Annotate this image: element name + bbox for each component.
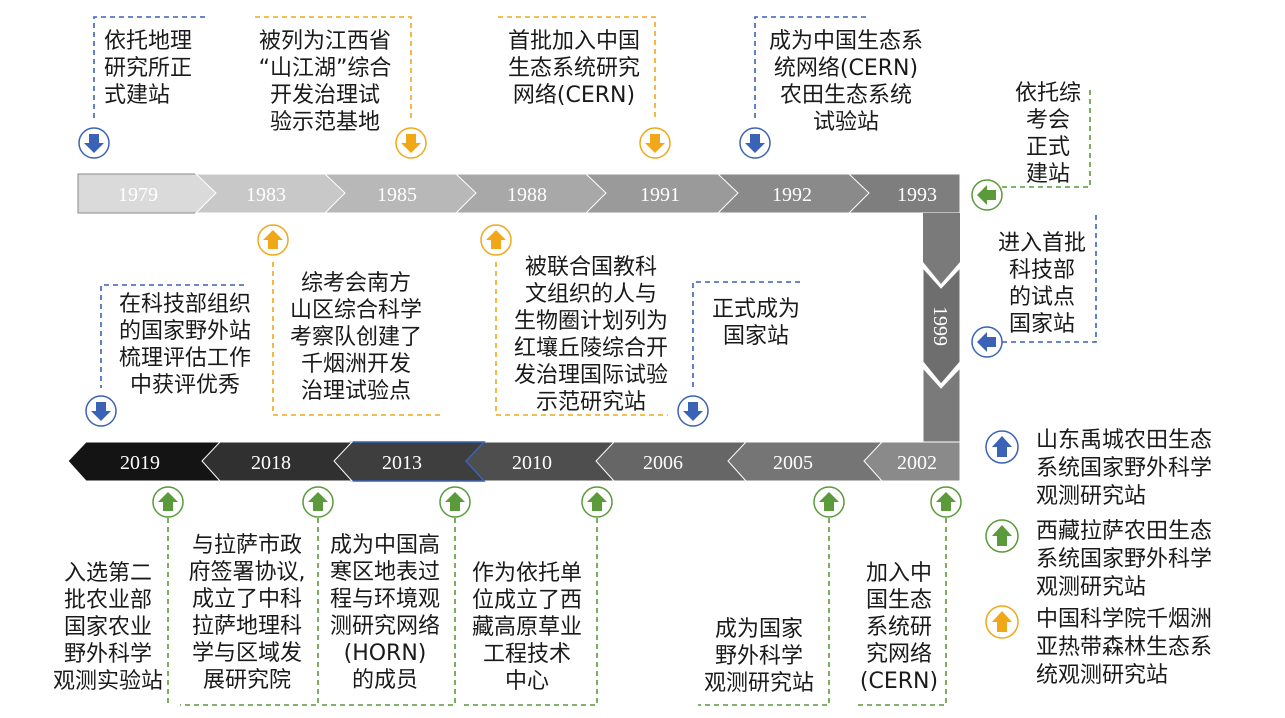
legend-item-orange: 中国科学院千烟洲 亚热带森林生态系 统观测研究站 (1036, 607, 1213, 688)
bracket-1999 (1002, 215, 1097, 343)
event-2019a: 在科技部组织 的国家野外站 梳理评估工作 中获评优秀 (118, 292, 251, 398)
year-label-1991: 1991 (640, 184, 680, 206)
bracket-1983 (272, 262, 440, 416)
segment-1993 (847, 173, 961, 214)
orange-down-arrow-icon (395, 127, 427, 159)
year-label-2006: 2006 (643, 452, 683, 474)
event-2006a: 正式成为 国家站 (711, 297, 800, 349)
event-markers (78, 127, 1019, 639)
year-label-1993: 1993 (897, 184, 937, 206)
bracket-1988 (495, 262, 668, 416)
green-up-arrow-icon (152, 486, 184, 518)
blue-arrow-icon (985, 430, 1019, 464)
bracket-1985 (255, 16, 412, 118)
top-timeline-band (77, 173, 961, 214)
bottom-timeline-band (67, 441, 961, 482)
green-up-arrow-icon (930, 486, 962, 518)
green-up-arrow-icon (581, 486, 613, 518)
green-arrow-icon (985, 519, 1019, 553)
orange-down-arrow-icon (639, 127, 671, 159)
year-label-1985: 1985 (377, 184, 417, 206)
orange-arrow-icon (985, 605, 1019, 639)
bracket-1991 (498, 16, 656, 118)
green-up-arrow-icon (813, 486, 845, 518)
blue-down-arrow-icon (739, 127, 771, 159)
bracket-1979 (93, 16, 205, 118)
event-2018: 与拉萨市政 府签署协议, 成立了中科 拉萨地理科 学与区域发 展研究院 (188, 533, 306, 693)
event-2010: 作为依托单 位成立了西 藏高原草业 工程技术 中心 (471, 561, 582, 694)
year-label-2002: 2002 (897, 452, 937, 474)
segment-1999 (922, 266, 961, 385)
blue-down-arrow-icon (78, 127, 110, 159)
green-up-arrow-icon (439, 486, 471, 518)
event-1985: 被列为江西省 “山江湖”综合 开发治理试 验示范基地 (258, 29, 392, 135)
event-1983: 综考会南方 山区综合科学 考察队创建了 千烟洲开发 治理试验点 (289, 271, 422, 404)
bracket-1992 (754, 16, 866, 118)
event-1993: 依托综 考会 正式 建站 (1014, 81, 1081, 187)
segment-1993-down (923, 213, 960, 284)
orange-up-arrow-icon (257, 224, 289, 256)
event-1999: 进入首批 科技部 的试点 国家站 (997, 231, 1086, 337)
year-label-2010: 2010 (512, 452, 552, 474)
legend-item-green: 西藏拉萨农田生态 系统国家野外科学 观测研究站 (1036, 519, 1213, 600)
bracket-2019a (100, 284, 244, 388)
event-1991: 首批加入中国 生态系统研究 网络(CERN) (507, 29, 640, 108)
event-1988: 被联合国教科 文组织的人与 生物圈计划列为 红壤丘陵综合开 发治理国际试验 示范… (513, 255, 668, 415)
bracket-1993 (1002, 90, 1091, 188)
event-2013: 成为中国高 寒区地表过 程与环境观 测研究网络 (HORN) 的成员 (329, 533, 440, 693)
year-label-1983: 1983 (246, 184, 286, 206)
year-label-2018: 2018 (251, 452, 291, 474)
green-left-arrow-icon (971, 179, 1003, 211)
year-label-1988: 1988 (507, 184, 547, 206)
legend-item-blue: 山东禹城农田生态 系统国家野外科学 观测研究站 (1036, 428, 1213, 509)
vertical-timeline-band (922, 213, 961, 443)
blue-down-arrow-icon (85, 395, 117, 427)
bracket-2002 (858, 518, 947, 706)
segment-2019 (67, 441, 222, 482)
event-1992: 成为中国生态系 统网络(CERN) 农田生态系统 试验站 (768, 29, 923, 135)
event-2019b: 入选第二 批农业部 国家农业 野外科学 观测实验站 (52, 561, 163, 694)
year-label-1992: 1992 (772, 184, 812, 206)
year-labels: 1979 1983 1985 1988 1991 1992 1993 1999 … (118, 184, 951, 474)
year-label-2013: 2013 (382, 452, 422, 474)
orange-up-arrow-icon (480, 224, 512, 256)
bracket-2005 (698, 518, 830, 706)
year-label-1979: 1979 (118, 184, 158, 206)
event-2002: 加入中 国生态 系统研 究网络 (CERN) (859, 561, 939, 694)
annotation-brackets (93, 16, 1097, 706)
segment-1999-lower (922, 366, 961, 443)
blue-down-arrow-icon (677, 395, 709, 427)
bracket-2018 (180, 518, 319, 706)
event-1979: 依托地理 研究所正 式建站 (104, 29, 193, 108)
year-label-1999: 1999 (929, 306, 951, 346)
year-label-2005: 2005 (773, 452, 813, 474)
green-up-arrow-icon (302, 486, 334, 518)
event-2005: 成为国家 野外科学 观测研究站 (703, 617, 814, 696)
blue-left-arrow-icon (971, 326, 1003, 358)
year-label-2019: 2019 (120, 452, 160, 474)
